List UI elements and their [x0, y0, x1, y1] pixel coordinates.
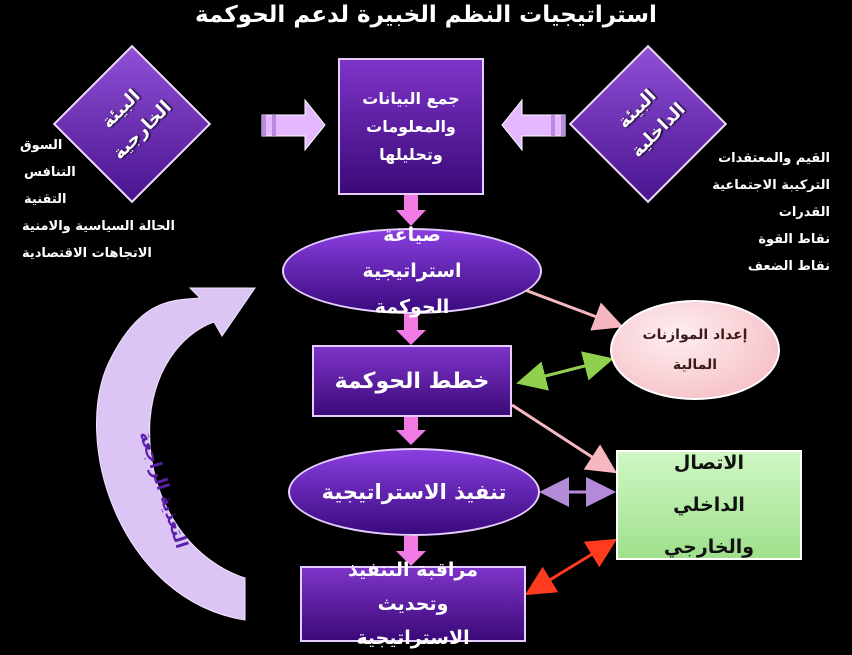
list-item: الاتجاهات الاقتصادية [22, 246, 152, 261]
list-item: الحالة السياسية والامنية [22, 219, 175, 234]
list-item: التنافس [24, 165, 76, 180]
communication-label: الاتصال الداخلي والخارجي [663, 452, 755, 558]
plans-to-communication-arrow [511, 403, 618, 474]
list-item: السوق [20, 138, 63, 153]
list-item: التركيبة الاجتماعية [712, 178, 830, 193]
left-block-arrow [261, 98, 326, 152]
feedback-arrow [96, 287, 256, 621]
list-item: نقاط القوة [758, 232, 830, 247]
communication-box: الاتصال الداخلي والخارجي [616, 450, 802, 560]
page-title: استراتيجيات النظم الخبيرة لدعم الحوكمة [195, 2, 657, 28]
collect-data-box: جمع البيانات والمعلومات وتحليلها [338, 58, 484, 195]
list-item: القدرات [778, 205, 830, 220]
implement-strategy-label: تنفيذ الاستراتيجية [321, 480, 507, 504]
external-factors-list: السوق التنافس التقنية الحالة السياسية وا… [10, 132, 190, 267]
monitor-update-box: مراقبة التنفيذ وتحديث الاستراتيجية [300, 559, 526, 649]
formulate-strategy-oval: صياغة استراتيجية الحوكمة [282, 224, 542, 318]
governance-plans-label: خطط الحوكمة [334, 368, 490, 394]
monitor-communication-arrow [524, 538, 618, 596]
governance-plans-box: خطط الحوكمة [312, 345, 512, 417]
financial-budgets-label: إعداد الموازنات المالية [642, 327, 748, 373]
list-item: نقاط الضعف [747, 259, 830, 274]
formulate-to-budget-arrow [524, 288, 624, 331]
list-item: التقنية [24, 192, 67, 207]
formulate-strategy-label: صياغة استراتيجية الحوكمة [362, 224, 462, 318]
implement-strategy-oval: تنفيذ الاستراتيجية [288, 448, 540, 536]
right-block-arrow [501, 98, 566, 152]
down-arrows [396, 193, 426, 566]
internal-factors-list: القيم والمعتقدات التركيبة الاجتماعية الق… [700, 145, 830, 280]
plans-budget-arrow [516, 351, 614, 391]
collect-data-label: جمع البيانات والمعلومات وتحليلها [362, 88, 460, 164]
monitor-update-label: مراقبة التنفيذ وتحديث الاستراتيجية [348, 559, 478, 649]
list-item: القيم والمعتقدات [718, 151, 830, 166]
financial-budgets-oval: إعداد الموازنات المالية [610, 300, 780, 400]
